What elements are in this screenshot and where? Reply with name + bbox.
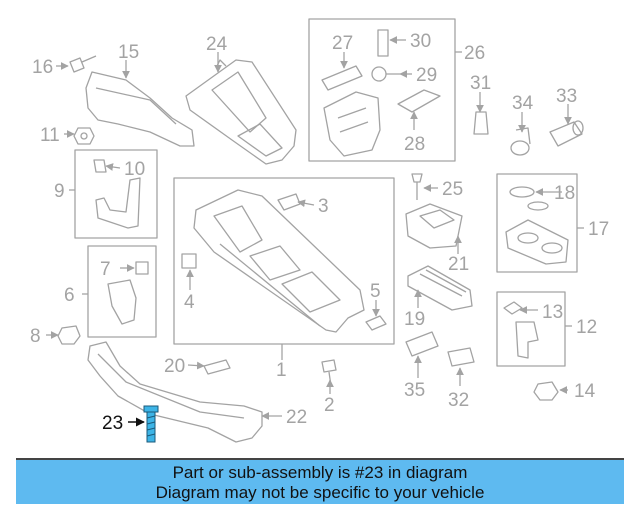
callout-22: 22 [286,407,307,428]
part-28-plate [397,89,441,113]
part-11-nut [73,127,95,145]
callout-18: 18 [554,183,575,204]
callout-14: 14 [574,381,596,402]
callout-31: 31 [470,73,491,94]
part-18-ring [509,186,535,198]
callout-12: 12 [576,317,597,338]
callout-25: 25 [442,179,463,200]
part-12-bracket [515,321,539,359]
part-10-clip [93,159,107,173]
group-box-12 [496,291,566,367]
callout-1: 1 [276,360,287,381]
info-banner: Part or sub-assembly is #23 in diagram D… [16,458,624,504]
callout-28: 28 [404,134,425,155]
group-box-6 [87,245,157,338]
callout-16: 16 [32,57,53,78]
callout-4: 4 [184,292,195,313]
part-30-clip [377,29,389,57]
part-29-plug [371,66,400,82]
part-27-switch [321,65,363,91]
callout-30: 30 [410,31,431,52]
callout-33: 33 [556,86,577,107]
group-box-9 [74,149,158,239]
part-35-clip [405,331,439,357]
part-23-bolt [143,405,159,443]
callout-13: 13 [542,302,563,323]
part-26-bracket [323,91,381,157]
callout-34: 34 [512,93,534,114]
part-31-clip [473,111,489,135]
callout-17: 17 [588,219,609,240]
part-14-nut [533,381,559,401]
part-6-bracket [107,279,137,325]
callout-5: 5 [370,281,381,302]
callout-6: 6 [64,285,75,306]
part-7-clip [135,261,149,275]
part-22-trim [87,341,263,443]
part-13-pad [503,301,523,315]
part-34-socket [510,140,530,156]
part-5-cap [365,315,387,331]
info-banner-background [16,458,624,504]
group-box-1 [173,177,395,345]
part-4-clip [181,253,197,269]
callout-27: 27 [332,33,353,54]
callout-20: 20 [164,356,185,377]
callout-26: 26 [464,43,485,64]
part-25-screw [411,173,423,200]
part-33-lighter [549,121,583,147]
part-21-tray [405,203,463,249]
callout-21: 21 [448,254,469,275]
part-17-cup-holder [505,219,569,265]
part-2-bolt [321,359,337,387]
part-16-screw [69,55,97,73]
part-1-console [193,189,365,333]
callout-19: 19 [404,309,425,330]
callout-29: 29 [416,65,437,86]
group-box-26 [308,18,456,162]
banner-line-1: Part or sub-assembly is #23 in diagram [172,463,468,482]
callout-11: 11 [40,125,60,146]
group-box-17 [496,173,578,273]
callout-24: 24 [206,34,228,55]
callout-9: 9 [54,181,65,202]
part-8-nut [57,325,81,345]
callout-2: 2 [324,395,335,416]
part-32-clip [447,347,475,367]
callout-10: 10 [124,159,145,180]
callout-15: 15 [118,42,139,63]
part-20-pad [203,359,231,375]
part-3-clip [277,193,301,211]
callout-32: 32 [448,390,469,411]
callout-3: 3 [318,196,329,217]
callout-23: 23 [102,413,123,434]
part-15-side-panel [85,71,195,147]
part-9-bracket [95,177,141,229]
callout-8: 8 [30,326,41,347]
callout-7: 7 [100,259,111,280]
banner-line-2: Diagram may not be specific to your vehi… [155,483,485,502]
part-19-mat [407,265,473,311]
callout-35: 35 [404,380,425,401]
part-24-shifter-bezel [185,59,297,165]
